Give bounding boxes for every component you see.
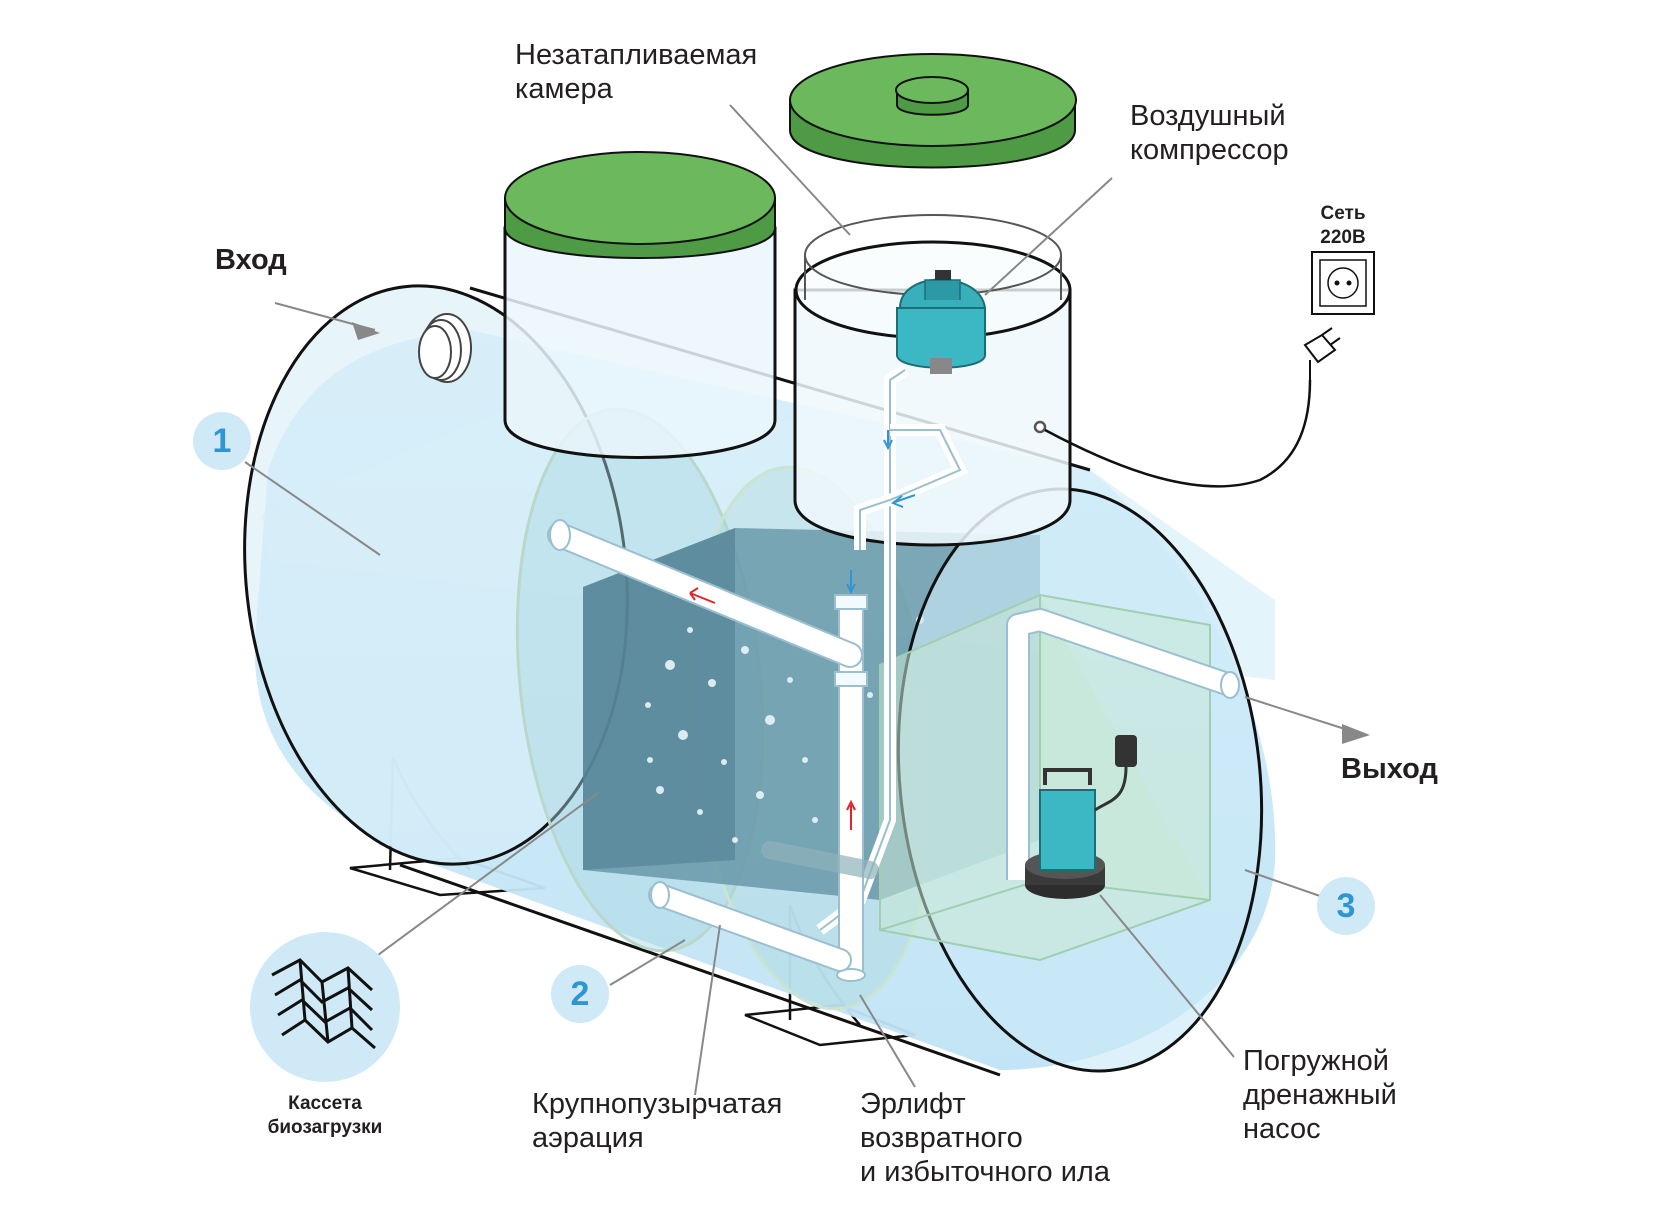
label-airlift: Эрлифт возвратного и избыточного ила xyxy=(860,1088,1110,1188)
lid-right xyxy=(789,53,1077,169)
air-compressor-icon xyxy=(896,270,987,374)
badge-zone-3: 3 xyxy=(1317,877,1375,935)
power-plug-icon xyxy=(1303,327,1341,380)
power-socket-icon xyxy=(1311,251,1375,315)
label-outlet: Выход xyxy=(1341,753,1438,785)
leader-lines xyxy=(244,104,1349,1096)
label-pump: Погружной дренажный насос xyxy=(1243,1045,1397,1145)
inlet-arrow-icon xyxy=(352,322,380,340)
drain-pump-icon xyxy=(1025,735,1137,899)
label-chamber: Незатапливаемая камера xyxy=(515,39,758,105)
manhole-right xyxy=(793,214,1072,547)
power-cable xyxy=(1033,379,1312,488)
label-inlet: Вход xyxy=(215,244,287,276)
badge-zone-2: 2 xyxy=(551,965,609,1023)
label-compressor: Воздушный компрессор xyxy=(1130,100,1289,166)
flow-arrows xyxy=(689,430,916,830)
return-pipe xyxy=(547,519,863,668)
label-aeration: Крупнопузырчатая аэрация xyxy=(532,1088,783,1154)
manhole-left xyxy=(503,151,777,459)
label-cassette: Кассета биозагрузки xyxy=(267,1093,383,1138)
badge-zone-1: 1 xyxy=(193,412,251,470)
aeration-bubbles xyxy=(645,616,924,843)
inlet-pipe xyxy=(418,313,472,383)
label-network: Сеть 220В xyxy=(1320,203,1366,248)
aeration-pipe xyxy=(648,841,879,972)
outlet-arrow-icon xyxy=(1342,724,1370,744)
outlet-pipe xyxy=(1006,608,1240,880)
biofilm-mesh-icon xyxy=(250,932,400,1082)
